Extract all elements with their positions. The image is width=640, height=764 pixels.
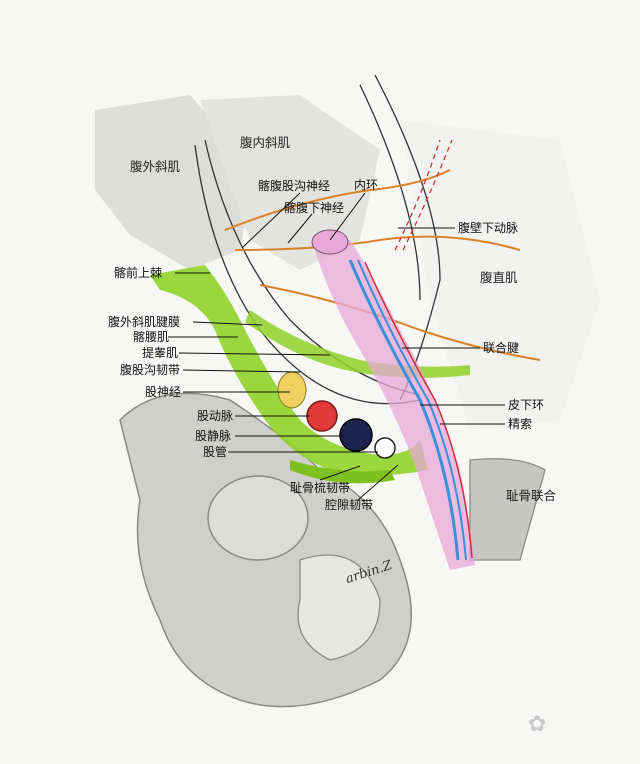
femoral-nerve-label: 股神经 bbox=[145, 385, 182, 399]
femoral-artery-label: 股动脉 bbox=[197, 409, 234, 423]
rectus-label: 腹直肌 bbox=[480, 270, 518, 285]
femoral-nerve-shape bbox=[277, 371, 307, 409]
asis-label: 髂前上棘 bbox=[114, 266, 163, 280]
femoral-canal-label: 股管 bbox=[203, 445, 228, 459]
pectineal-ligament-label: 耻骨梳韧带 bbox=[290, 481, 351, 495]
femoral-vein-label: 股静脉 bbox=[195, 429, 232, 443]
inguinal-ligament-label: 腹股沟韧带 bbox=[120, 363, 181, 377]
femoral-canal-shape bbox=[374, 437, 396, 459]
lacunar-ligament-label: 腔隙韧带 bbox=[325, 498, 374, 512]
inferior-epigastric-artery-label: 腹壁下动脉 bbox=[458, 221, 519, 235]
conjoint-tendon-label: 联合腱 bbox=[483, 341, 520, 355]
femoral-contents bbox=[277, 371, 396, 459]
muscle-shading bbox=[95, 95, 600, 430]
internal-oblique-label: 腹内斜肌 bbox=[240, 135, 291, 150]
femoral-artery-shape bbox=[306, 400, 338, 432]
superficial-ring-label: 皮下环 bbox=[508, 398, 545, 412]
leader-lines bbox=[168, 192, 505, 501]
spermatic-cord-label: 精索 bbox=[508, 417, 533, 431]
pubic-symphysis-label: 耻骨联合 bbox=[506, 488, 557, 503]
ext-oblique-aponeurosis-label: 腹外斜肌腱膜 bbox=[108, 315, 181, 329]
nerves bbox=[224, 169, 541, 361]
deep-ring-label: 内环 bbox=[354, 178, 379, 192]
pelvis-bone bbox=[119, 392, 546, 708]
ilioinguinal-nerve-label: 髂腹股沟神经 bbox=[258, 179, 331, 193]
femoral-vein-shape bbox=[339, 418, 373, 452]
external-oblique-label: 腹外斜肌 bbox=[130, 159, 181, 174]
aponeurosis-lines bbox=[194, 74, 441, 405]
iliohypogastric-nerve-label: 髂腹下神经 bbox=[284, 201, 345, 215]
cremaster-label: 提睾肌 bbox=[142, 346, 179, 360]
inferior-epigastric-vessels bbox=[394, 139, 453, 251]
iliopsoas-label: 髂腰肌 bbox=[133, 330, 170, 344]
spermatic-cord bbox=[311, 229, 475, 570]
flower-logo-icon: ✿ bbox=[528, 712, 547, 737]
